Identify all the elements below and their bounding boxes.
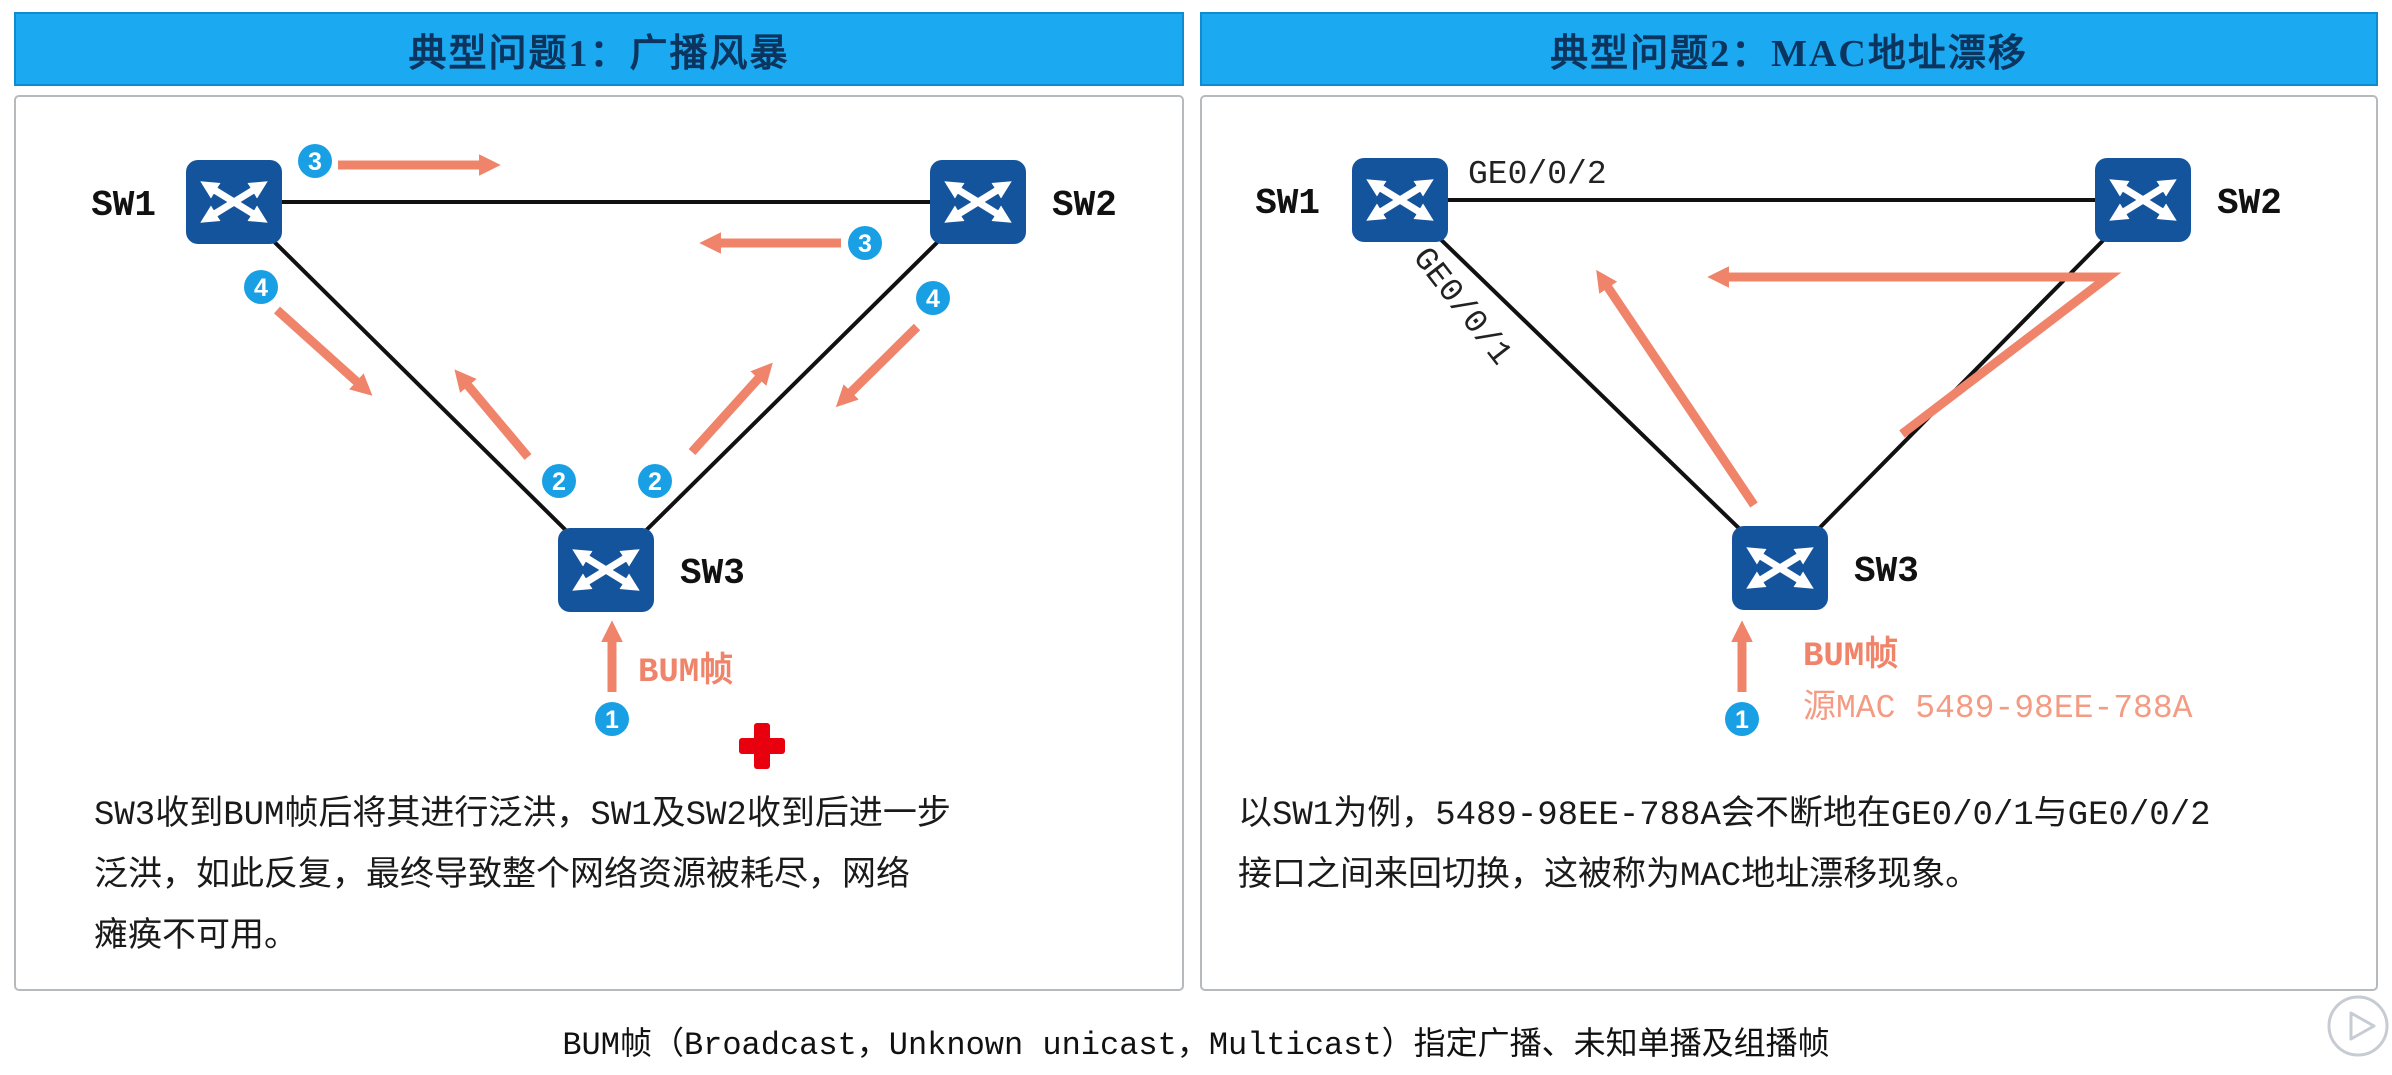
link-sw2-sw3 [604,200,980,572]
svg-text:1: 1 [605,706,619,734]
play-button[interactable] [2322,990,2392,1062]
switch-icon-sw3 [558,528,654,612]
bum-frame-label: BUM帧 [1803,635,1898,676]
panel-body: SW1 SW2 SW3 3 3 4 4 2 [14,95,1184,991]
switch-icon-sw3 [1732,526,1828,610]
step-badge: 2 [542,464,576,498]
panel-title-bar: 典型问题2：MAC地址漂移 [1200,12,2378,86]
step-badge: 4 [244,270,278,304]
flood-arrow-right-down [835,323,921,408]
svg-text:4: 4 [254,274,268,302]
port-label-ge002: GE0/0/2 [1468,156,1607,193]
svg-text:4: 4 [926,285,940,313]
caption-line: 泛洪，如此反复，最终导致整个网络资源被耗尽，网络 [94,858,910,896]
flap-arrow-via-sw2 [1707,266,2122,438]
node-label-sw3: SW3 [1854,551,1919,592]
caption-line: SW3收到BUM帧后将其进行泛洪，SW1及SW2收到后进一步 [94,797,951,835]
switch-icon-sw1 [186,160,282,244]
link-lines [232,200,980,572]
flood-arrows [273,154,921,692]
step-badge: 2 [638,464,672,498]
caption-line: 接口之间来回切换，这被称为MAC地址漂移现象。 [1238,858,1980,896]
play-button-circle [2327,995,2389,1057]
switch-icon-sw1 [1352,158,1448,242]
switch-icon-sw2 [2095,158,2191,242]
panel-title-bar: 典型问题1：广播风暴 [14,12,1184,86]
panel-caption: SW3收到BUM帧后将其进行泛洪，SW1及SW2收到后进一步 泛洪，如此反复，最… [16,782,1182,969]
panel-title: 典型问题1：广播风暴 [408,32,790,75]
node-label-sw3: SW3 [680,553,745,594]
link-lines [1398,198,2145,570]
switch-icon-sw2 [930,160,1026,244]
broadcast-storm-diagram: SW1 SW2 SW3 3 3 4 4 2 [91,144,1117,769]
svg-text:3: 3 [308,148,322,176]
node-label-sw2: SW2 [1052,185,1117,226]
step-badge: 3 [298,144,332,178]
bum-frame-label: BUM帧 [638,651,733,692]
step-badge: 4 [916,281,950,315]
footer-note: BUM帧（Broadcast，Unknown unicast，Multicast… [562,1027,1830,1064]
node-label-sw1: SW1 [91,185,156,226]
error-cross-icon [739,723,785,769]
panel-broadcast-storm: 典型问题1：广播风暴 [14,12,1184,991]
svg-text:2: 2 [552,468,566,496]
node-label-sw1: SW1 [1255,183,1320,224]
link-sw1-sw3 [232,200,608,572]
panel-body: SW1 SW2 SW3 GE0/0/2 GE0/0/1 1 BUM帧 源MAC … [1200,95,2378,991]
caption-line: 瘫痪不可用。 [94,919,298,957]
link-sw1-sw3 [1398,198,1782,570]
flood-arrow-left-up [454,369,532,460]
flap-arrow-direct-to-sw1 [1596,269,1758,508]
step-badge: 3 [848,226,882,260]
play-icon [2349,1011,2376,1041]
panel-mac-flapping: 典型问题2：MAC地址漂移 [1200,12,2378,991]
source-mac-label: 源MAC 5489-98EE-788A [1803,689,2193,727]
step-badge: 1 [595,702,629,736]
step-badge: 1 [1725,702,1759,736]
flood-arrow-right-up [688,362,773,456]
svg-text:2: 2 [648,468,662,496]
caption-line: 以SW1为例，5489-98EE-788A会不断地在GE0/0/1与GE0/0/… [1238,797,2211,835]
svg-text:3: 3 [858,230,872,258]
flap-arrows [1596,266,2122,692]
node-label-sw2: SW2 [2217,183,2282,224]
svg-text:1: 1 [1735,706,1749,734]
flood-arrow-left-down [273,306,373,396]
panel-title: 典型问题2：MAC地址漂移 [1550,32,2028,75]
mac-flapping-diagram: SW1 SW2 SW3 GE0/0/2 GE0/0/1 1 BUM帧 源MAC … [1255,156,2282,736]
panel-caption: 以SW1为例，5489-98EE-788A会不断地在GE0/0/1与GE0/0/… [1202,782,2376,908]
